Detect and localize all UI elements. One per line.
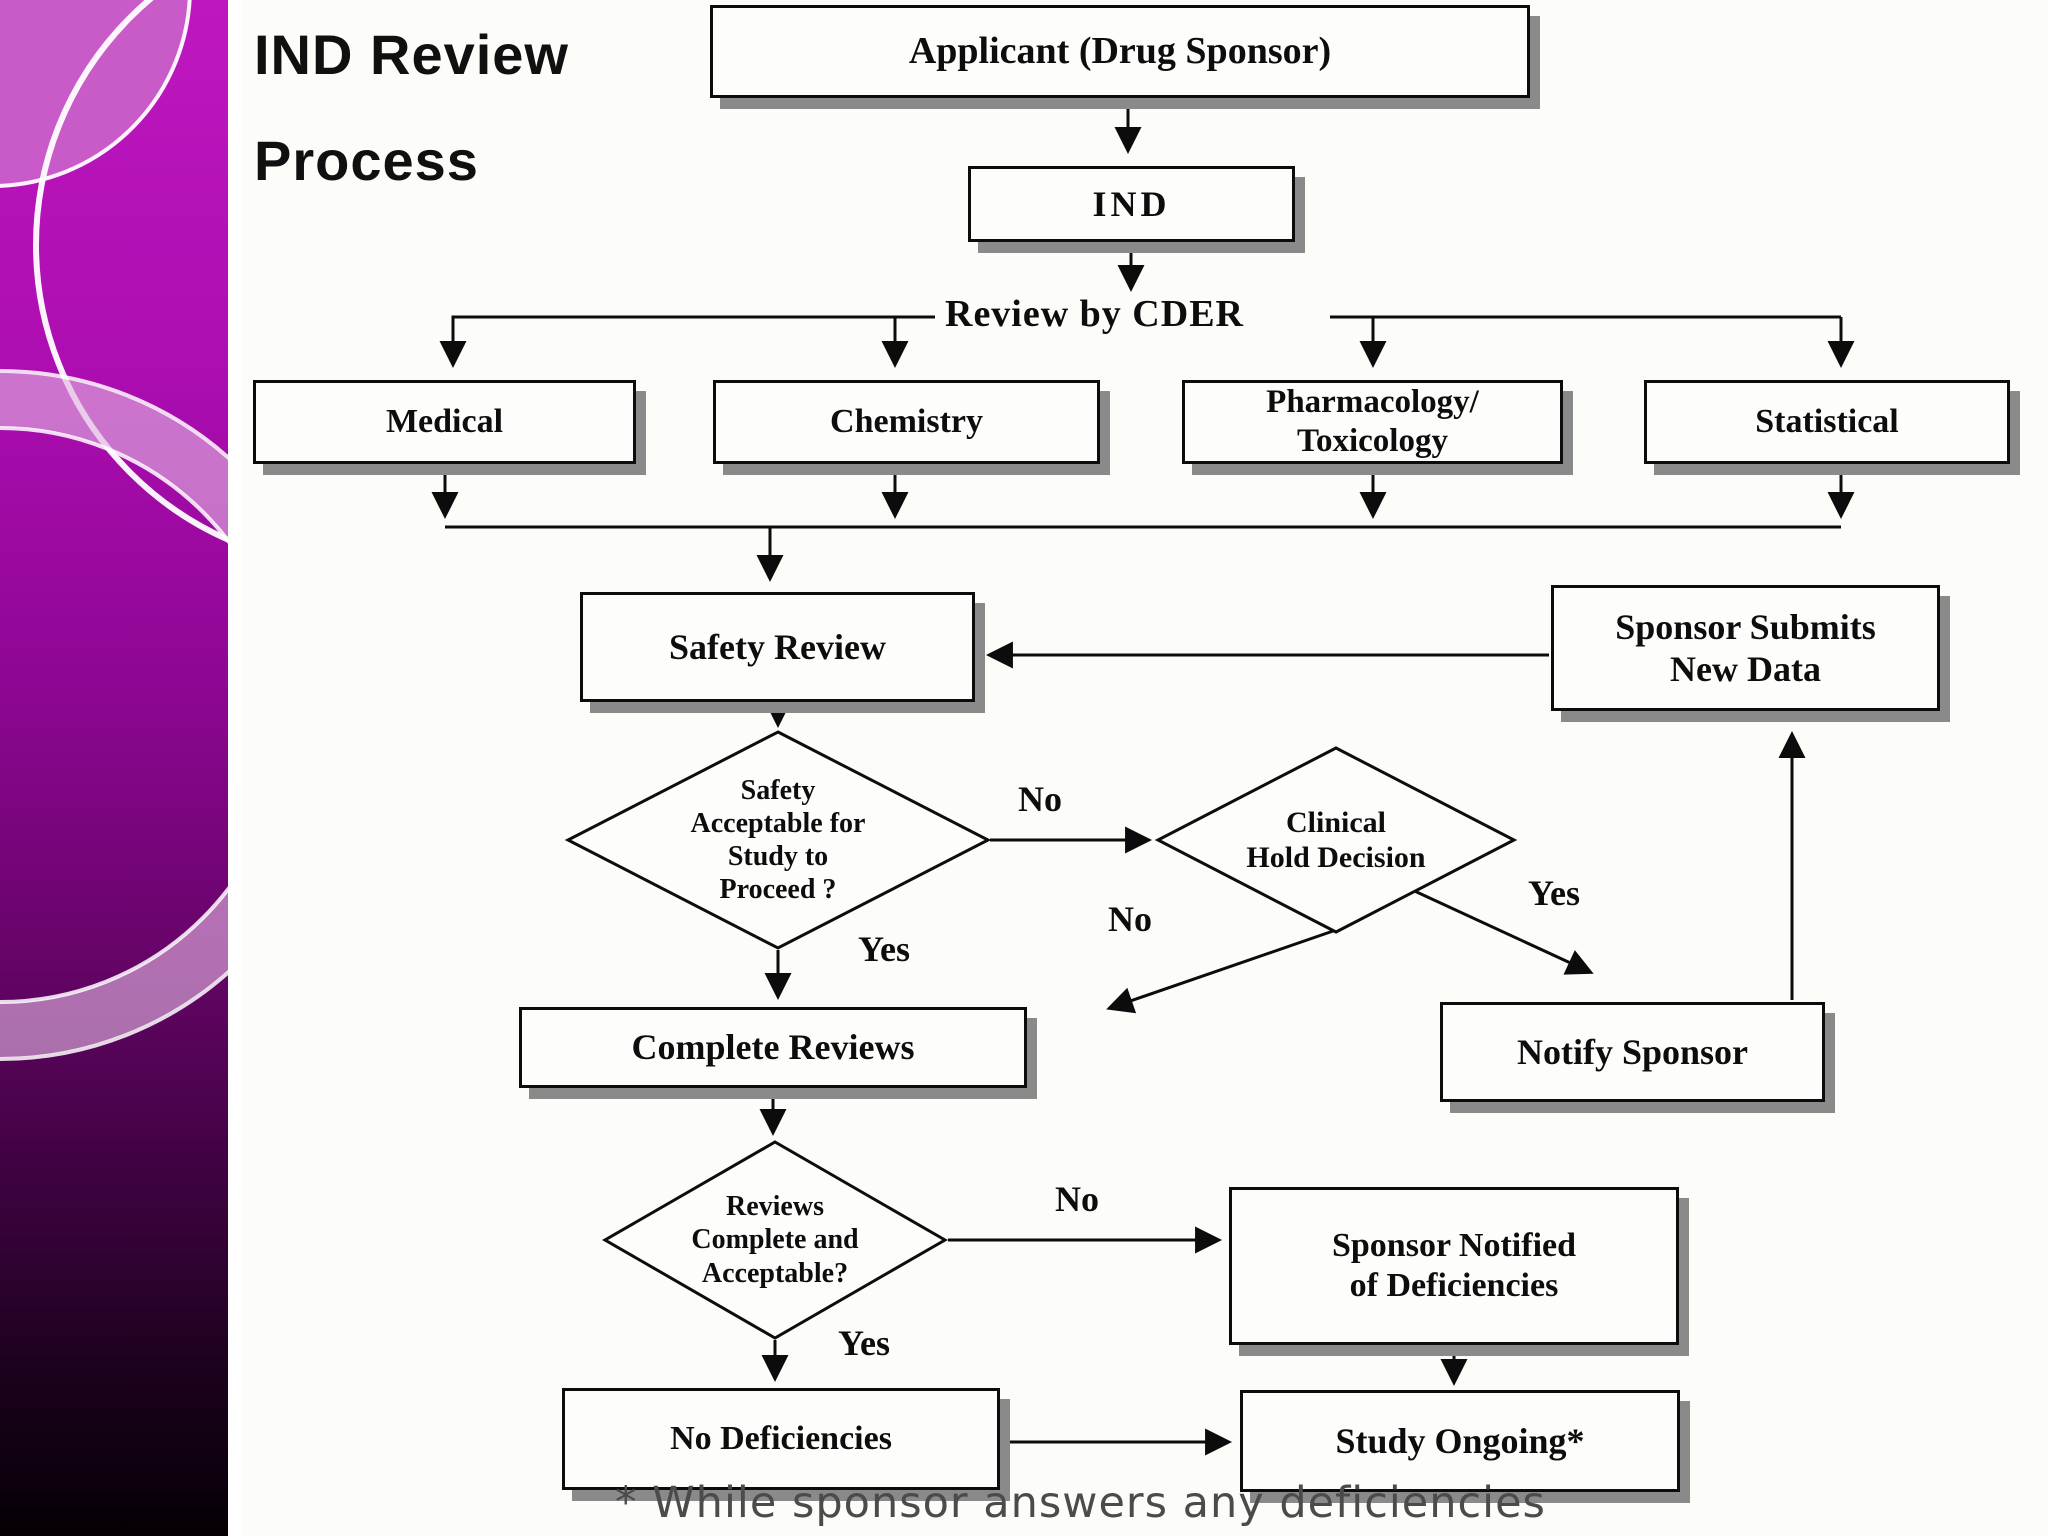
label-yes-hold: Yes bbox=[1528, 873, 1580, 913]
node-statistical: Statistical bbox=[1644, 380, 2010, 464]
thin-circle-decor bbox=[33, 0, 228, 543]
sidebar-decoration bbox=[0, 0, 228, 1536]
node-notify-sponsor: Notify Sponsor bbox=[1440, 1002, 1825, 1102]
label-no-hold: No bbox=[1108, 899, 1152, 939]
label-yes-reviews: Yes bbox=[838, 1323, 890, 1363]
node-safety-review: Safety Review bbox=[580, 592, 975, 702]
footnote: * While sponsor answers any deficiencies bbox=[615, 1478, 1546, 1528]
label-yes-safety: Yes bbox=[858, 929, 910, 969]
node-pharmacology-toxicology: Pharmacology/ Toxicology bbox=[1182, 380, 1563, 464]
quarter-disc-decor bbox=[0, 0, 192, 188]
sidebar-separator bbox=[228, 0, 242, 1536]
node-study-ongoing: Study Ongoing* bbox=[1240, 1390, 1680, 1492]
page-title-line1: IND Review bbox=[254, 23, 569, 86]
label-no-safety: No bbox=[1018, 779, 1062, 819]
arrow-hold-no bbox=[1106, 928, 1337, 1014]
branch-cder-medical bbox=[439, 315, 935, 369]
node-ind: IND bbox=[968, 166, 1295, 242]
node-no-deficiencies: No Deficiencies bbox=[562, 1388, 1000, 1490]
node-sponsor-submits-new-data: Sponsor Submits New Data bbox=[1551, 585, 1940, 711]
sidebar-art bbox=[0, 0, 228, 1536]
arrow-hold-yes bbox=[1407, 886, 1594, 975]
node-sponsor-notified: Sponsor Notified of Deficiencies bbox=[1229, 1187, 1679, 1345]
diamond-safety-acceptable bbox=[564, 730, 992, 950]
node-chemistry: Chemistry bbox=[713, 380, 1100, 464]
label-review-by-cder: Review by CDER bbox=[945, 293, 1244, 335]
page-title-line2: Process bbox=[254, 129, 479, 192]
node-applicant: Applicant (Drug Sponsor) bbox=[710, 5, 1530, 98]
node-medical: Medical bbox=[253, 380, 636, 464]
diamond-clinical-hold bbox=[1154, 746, 1518, 934]
diamond-reviews-complete bbox=[601, 1140, 949, 1340]
label-no-reviews: No bbox=[1055, 1179, 1099, 1219]
node-complete-reviews: Complete Reviews bbox=[519, 1007, 1027, 1088]
